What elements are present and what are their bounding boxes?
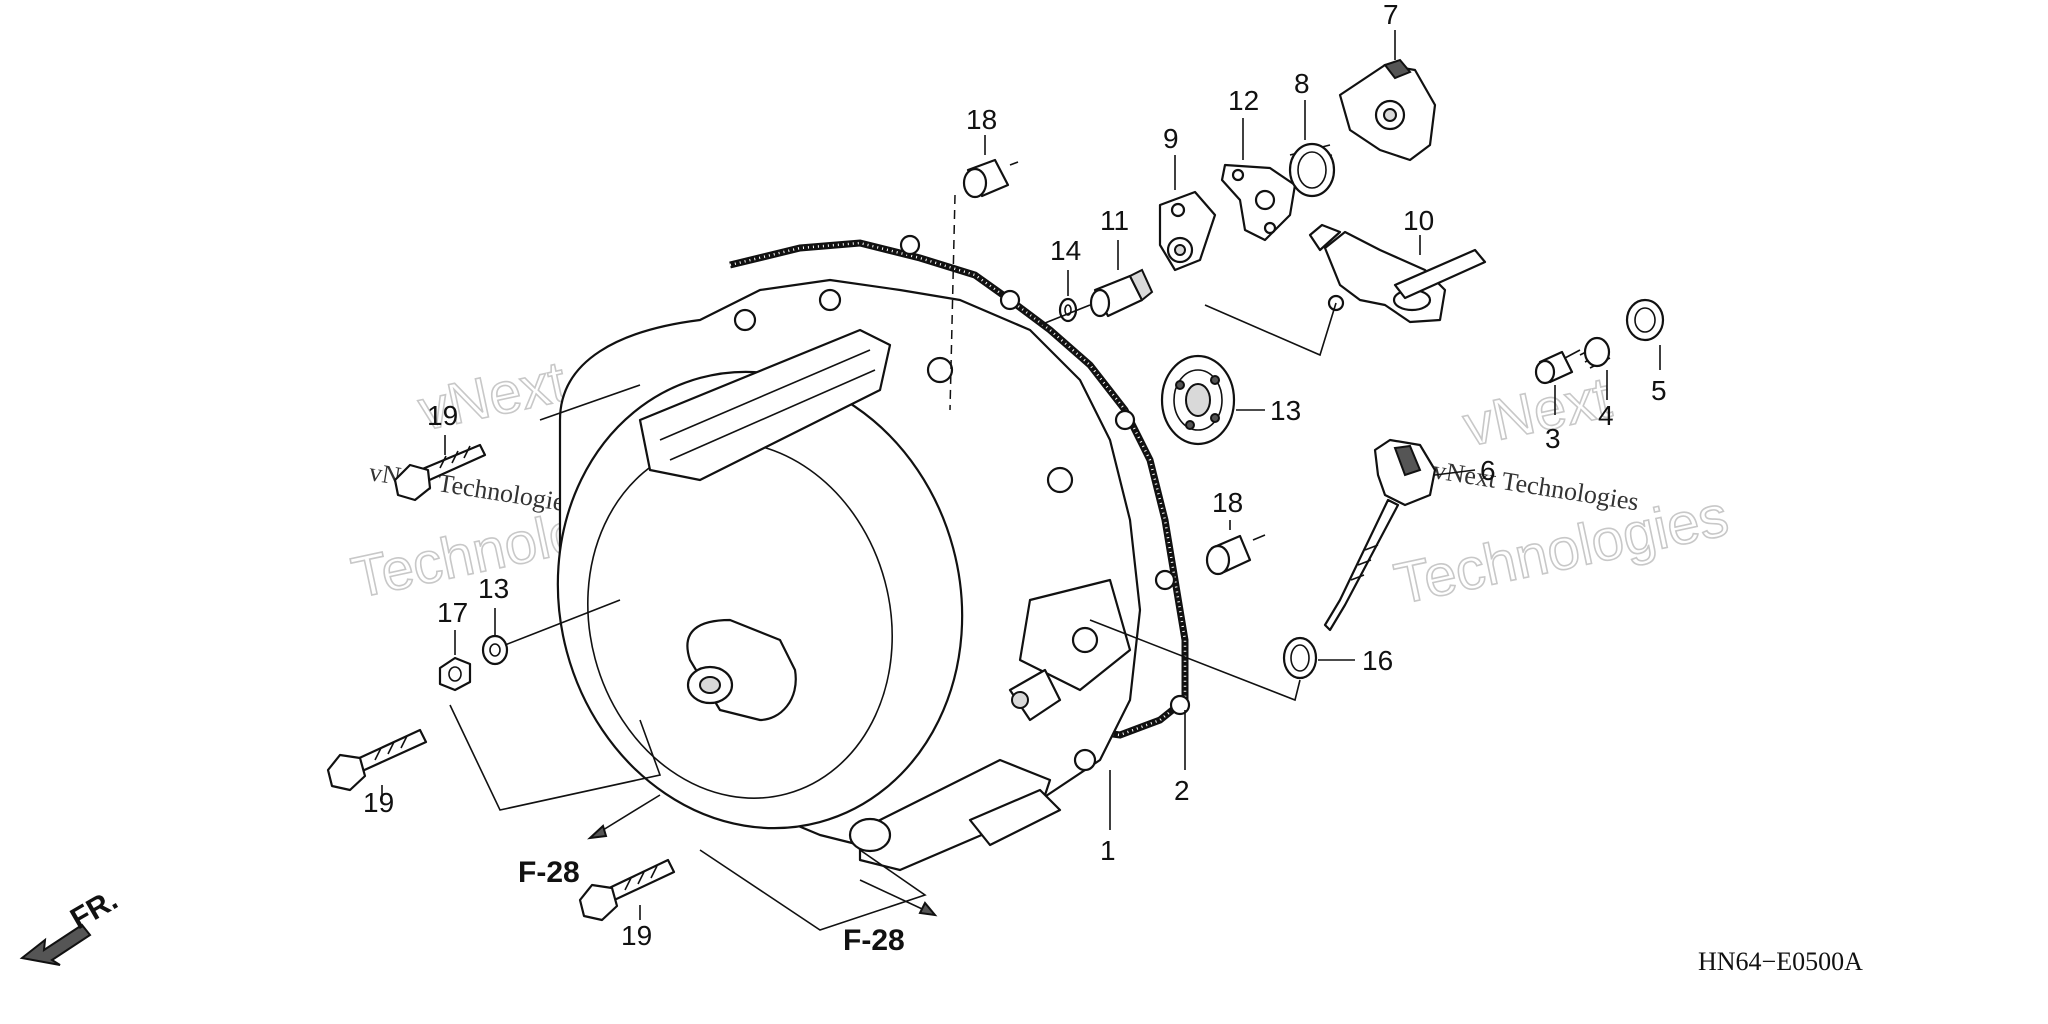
spring-small (1579, 336, 1611, 369)
callout-14: 13 (1270, 395, 1301, 426)
shift-arm (1204, 223, 1487, 357)
callout-12: 12 (1228, 85, 1259, 116)
sealing-plug (1625, 298, 1665, 342)
callout-7: 7 (1383, 0, 1399, 30)
ref-arrowhead (587, 824, 608, 840)
plug-bolt (1534, 349, 1581, 385)
bracket-left (449, 704, 662, 811)
callout-19: 19 (363, 787, 394, 818)
retainer-plate (1220, 163, 1297, 242)
dowel-pin-upper (949, 158, 1019, 411)
right-crankcase-cover (556, 278, 1142, 872)
flange-bolt-upper-left (393, 443, 487, 502)
oil-level-gauge (1323, 438, 1437, 632)
bracket-lower (699, 849, 927, 931)
callout-17: 17 (437, 597, 468, 628)
callout-19: 19 (621, 920, 652, 951)
nut (438, 656, 472, 692)
o-ring-small (1058, 297, 1078, 323)
cam-plate (1338, 58, 1437, 162)
lever-plate (1158, 190, 1217, 272)
callout-9: 9 (1163, 123, 1179, 154)
callout-18: 18 (966, 104, 997, 135)
leader-16-link (1089, 619, 1301, 702)
washer (481, 634, 509, 666)
ref-arrowhead (918, 901, 938, 917)
spring-upper (1288, 142, 1336, 198)
callout-2: 2 (1174, 775, 1190, 806)
callout-6: 6 (1480, 455, 1496, 486)
leader-13-link (504, 599, 621, 646)
callout-13: 13 (478, 573, 509, 604)
reference-f28-left: F-28 (518, 856, 580, 889)
leader-19-upper-link (539, 384, 641, 421)
adjusting-bolt (1039, 268, 1154, 326)
leader-6 (1434, 469, 1476, 476)
flange-bolt-left (326, 728, 428, 792)
callout-5: 5 (1651, 375, 1667, 406)
diagram-code: HN64−E0500A (1698, 947, 1863, 976)
callout-3: 3 (1545, 423, 1561, 454)
reference-f28-right: F-28 (843, 924, 905, 957)
flange-bolt-lower (578, 858, 676, 922)
callout-18: 18 (1212, 487, 1243, 518)
callout-4: 4 (1598, 400, 1614, 431)
front-direction-marker: FR. (19, 883, 123, 966)
callout-1: 1 (1100, 835, 1116, 866)
cover-gasket (729, 234, 1191, 739)
callout-16: 16 (1362, 645, 1393, 676)
callout-19: 19 (427, 400, 458, 431)
callout-10: 10 (1403, 205, 1434, 236)
callout-8: 8 (1294, 68, 1310, 99)
watermark-small-text: vNext Technologies (1431, 455, 1641, 516)
front-label: FR. (65, 883, 123, 936)
ball-bearing (1160, 354, 1236, 446)
dowel-pin-lower (1205, 534, 1266, 576)
o-ring-gauge (1282, 636, 1318, 680)
callout-15: 14 (1050, 235, 1081, 266)
callout-11: 11 (1100, 205, 1129, 236)
